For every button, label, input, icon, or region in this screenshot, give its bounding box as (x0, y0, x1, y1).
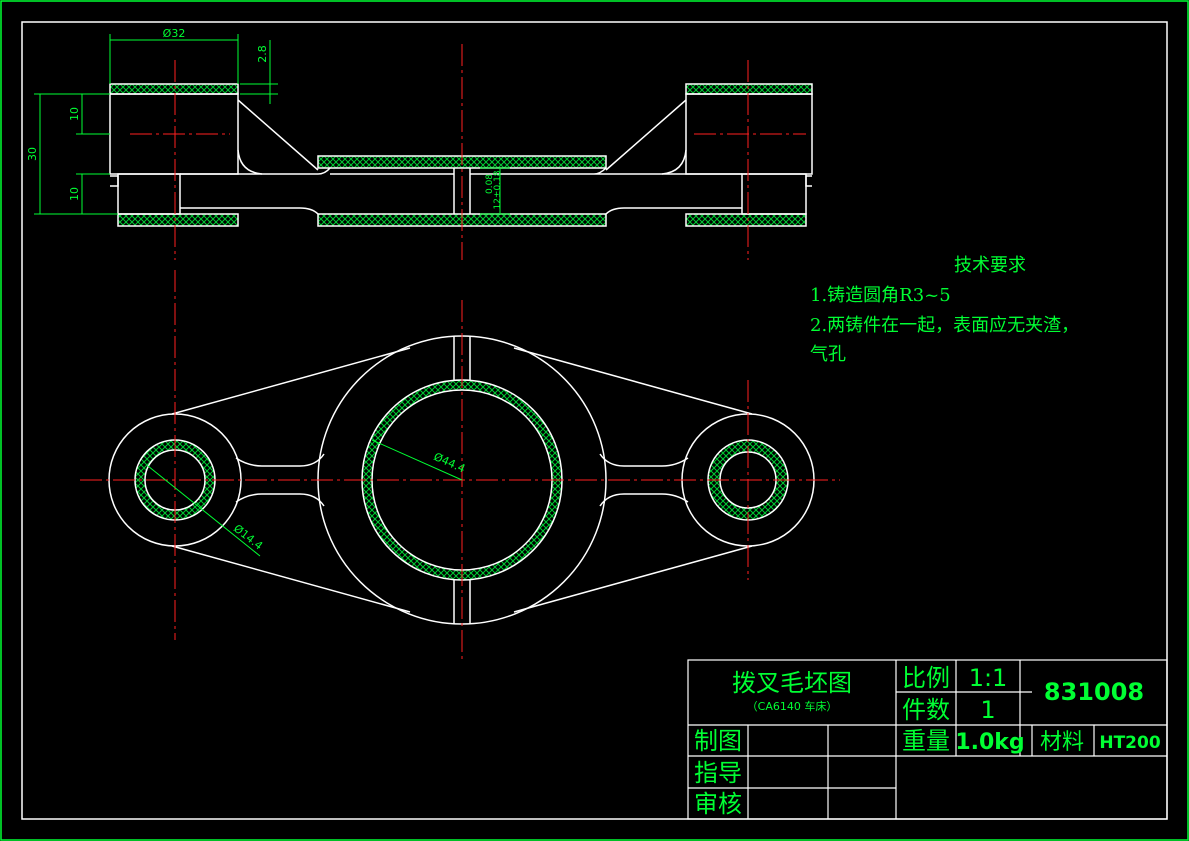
scale-value: 1:1 (969, 664, 1008, 692)
title-block (687, 659, 1168, 820)
drawing-number: 831008 (1044, 678, 1144, 706)
outline-upper-right (513, 347, 753, 415)
tech-req-title: 技术要求 (954, 255, 1026, 276)
quantity-label: 件数 (902, 696, 950, 724)
outline-lower-left (171, 545, 411, 613)
left-arm (235, 453, 325, 507)
right-arm (599, 453, 689, 507)
right-notch (805, 175, 812, 187)
top-dimensions (147, 439, 463, 557)
left-notch (110, 175, 119, 187)
inner-frame (21, 21, 1168, 820)
center-slot (453, 168, 471, 214)
part-name: 拨叉毛坯图 (732, 669, 852, 697)
dim-left-lower: 10 (68, 187, 81, 201)
tech-req-line3: 气孔 (810, 344, 846, 365)
right-rib (605, 99, 687, 175)
weight-label: 重量 (902, 727, 950, 755)
part-subtitle: （CA6140 车床） (747, 699, 838, 713)
outline-upper-left (171, 347, 411, 415)
dim-top-width: Ø32 (163, 27, 186, 40)
dim-center-b: 12±0.18 (493, 170, 503, 209)
web-upper (180, 167, 742, 175)
front-view (109, 83, 813, 227)
allowance-top-right (685, 83, 813, 95)
weight-value: 1.0kg (955, 730, 1024, 755)
left-rib (237, 99, 319, 175)
material-label: 材料 (1040, 730, 1084, 755)
dim-center-a: 0.08 (485, 174, 495, 194)
material-value: HT200 (1099, 733, 1160, 753)
drawn-label: 制图 (694, 727, 742, 755)
dim-left-total: 30 (26, 147, 39, 161)
quantity-value: 1 (980, 696, 995, 724)
front-centerlines (130, 44, 806, 260)
hub-slot-top (453, 336, 471, 382)
review-label: 审核 (694, 790, 742, 818)
tech-req-line2: 2.两铸件在一起，表面应无夹渣， (810, 315, 1079, 336)
dim-top-offset: 2.8 (256, 45, 269, 63)
left-boss-lower (117, 173, 181, 215)
guide-label: 指导 (694, 759, 742, 787)
allowance-top-left (109, 83, 239, 95)
outline-lower-right (513, 545, 753, 613)
web-lower (180, 207, 742, 215)
dim-left-upper: 10 (68, 107, 81, 121)
top-centerlines (80, 270, 840, 662)
allowance-bottom-left (117, 213, 239, 227)
tech-req-line1: 1.铸造圆角R3~5 (810, 285, 951, 306)
front-dimensions (34, 34, 510, 215)
hub-slot-bottom (453, 578, 471, 624)
scale-label: 比例 (902, 664, 950, 692)
allowance-bottom-right (685, 213, 807, 227)
right-boss-lower (741, 173, 807, 215)
